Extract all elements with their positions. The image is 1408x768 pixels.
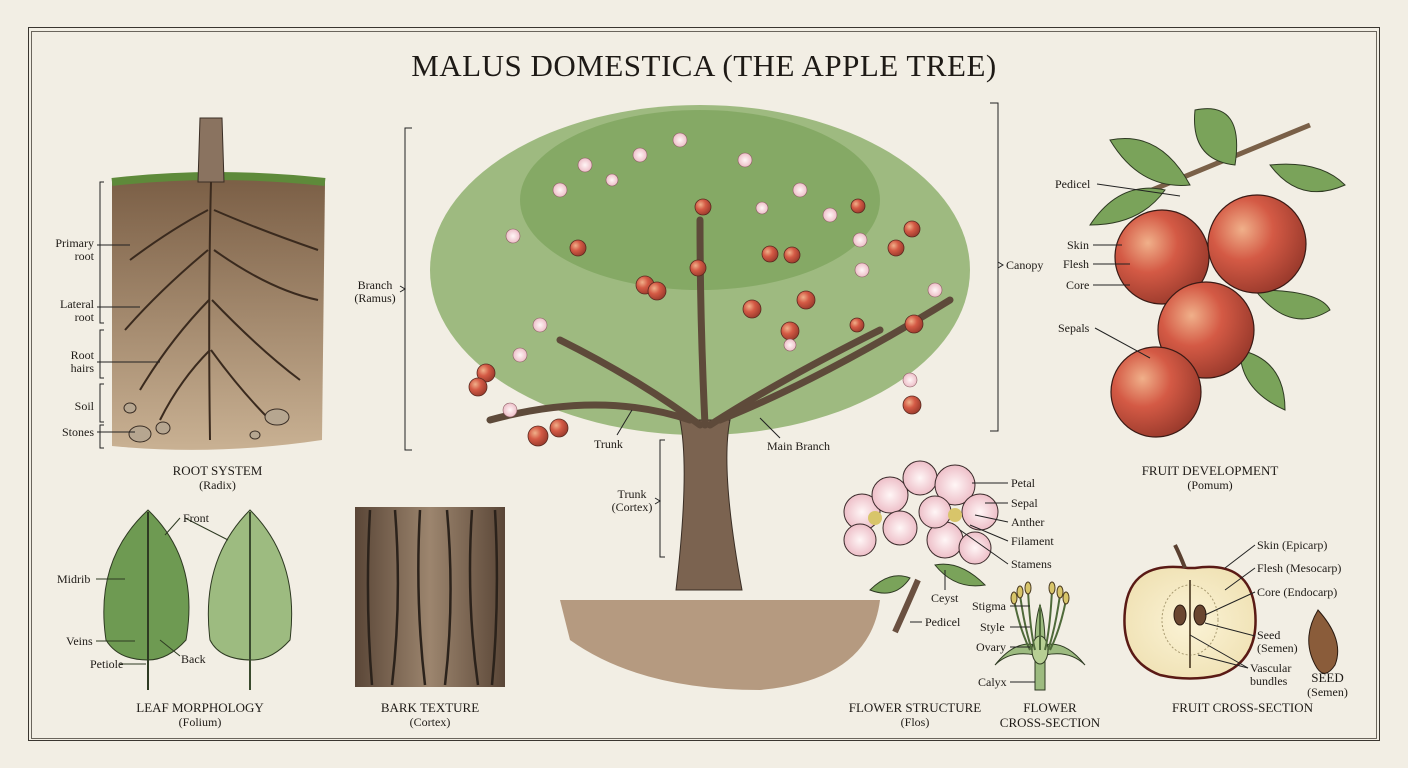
label-ovary: Ovary — [976, 640, 1006, 654]
fruit-development-illustration — [1089, 108, 1346, 438]
bark-illustration — [355, 507, 505, 687]
label-front: Front — [183, 511, 210, 525]
caption-bark-texture: BARK TEXTURE(Cortex) — [380, 700, 480, 729]
label-petiole: Petiole — [90, 657, 124, 671]
label-veins: Veins — [66, 634, 93, 648]
label-seed-semen: Seed(Semen) — [1257, 628, 1298, 655]
caption-fruit-cross-section: FRUIT CROSS-SECTION — [1172, 700, 1313, 715]
label-pedicel: Pedicel — [1055, 177, 1091, 191]
label-midrib: Midrib — [57, 572, 91, 586]
label-ceyst: Ceyst — [931, 591, 959, 605]
fruit-cross-section-illustration — [1123, 544, 1339, 680]
caption-flower-structure: FLOWER STRUCTURE(Flos) — [848, 700, 982, 729]
label-stigma: Stigma — [972, 599, 1007, 613]
label-filament: Filament — [1011, 534, 1054, 548]
label-sepals: Sepals — [1058, 321, 1090, 335]
label-core: Core — [1066, 278, 1090, 292]
flower-illustration — [843, 460, 1009, 634]
caption-root-system: ROOT SYSTEM(Radix) — [172, 463, 263, 492]
label-back: Back — [181, 652, 206, 666]
outer-frame — [28, 27, 1380, 741]
label-stones: Stones — [61, 425, 94, 439]
label-flesh: Flesh — [1063, 257, 1090, 271]
label-sepal: Sepal — [1011, 496, 1038, 510]
label-main-branch: Main Branch — [767, 439, 830, 453]
leaf-illustration — [96, 509, 293, 690]
caption-seed: SEED(Semen) — [1307, 670, 1348, 699]
inner-frame — [31, 31, 1377, 739]
flower-cross-section-illustration — [994, 581, 1086, 691]
label-style: Style — [980, 620, 1005, 634]
label-core-endocarp: Core (Endocarp) — [1257, 585, 1338, 599]
caption-leaf-morphology: LEAF MORPHOLOGY(Folium) — [136, 700, 264, 729]
page-title: MALUS DOMESTICA (THE APPLE TREE) — [411, 48, 997, 83]
label-skin: Skin — [1067, 238, 1090, 252]
root-system-illustration — [97, 117, 326, 450]
label-calyx: Calyx — [978, 675, 1007, 689]
label-trunk: Trunk — [594, 437, 623, 451]
tree-illustration — [399, 102, 1004, 690]
label-branch: Branch(Ramus) — [354, 278, 396, 305]
label-skin-epicarp: Skin (Epicarp) — [1257, 538, 1328, 552]
label-soil: Soil — [74, 399, 94, 413]
label-stamens: Stamens — [1011, 557, 1052, 571]
caption-fruit-development: FRUIT DEVELOPMENT(Pomum) — [1141, 463, 1279, 492]
label-canopy: Canopy — [1006, 258, 1044, 272]
label-flesh-mesocarp: Flesh (Mesocarp) — [1257, 561, 1342, 575]
label-flower-pedicel: Pedicel — [925, 615, 961, 629]
label-trunk-cortex: Trunk(Cortex) — [611, 487, 653, 514]
label-anther: Anther — [1011, 515, 1045, 529]
label-petal: Petal — [1011, 476, 1035, 490]
